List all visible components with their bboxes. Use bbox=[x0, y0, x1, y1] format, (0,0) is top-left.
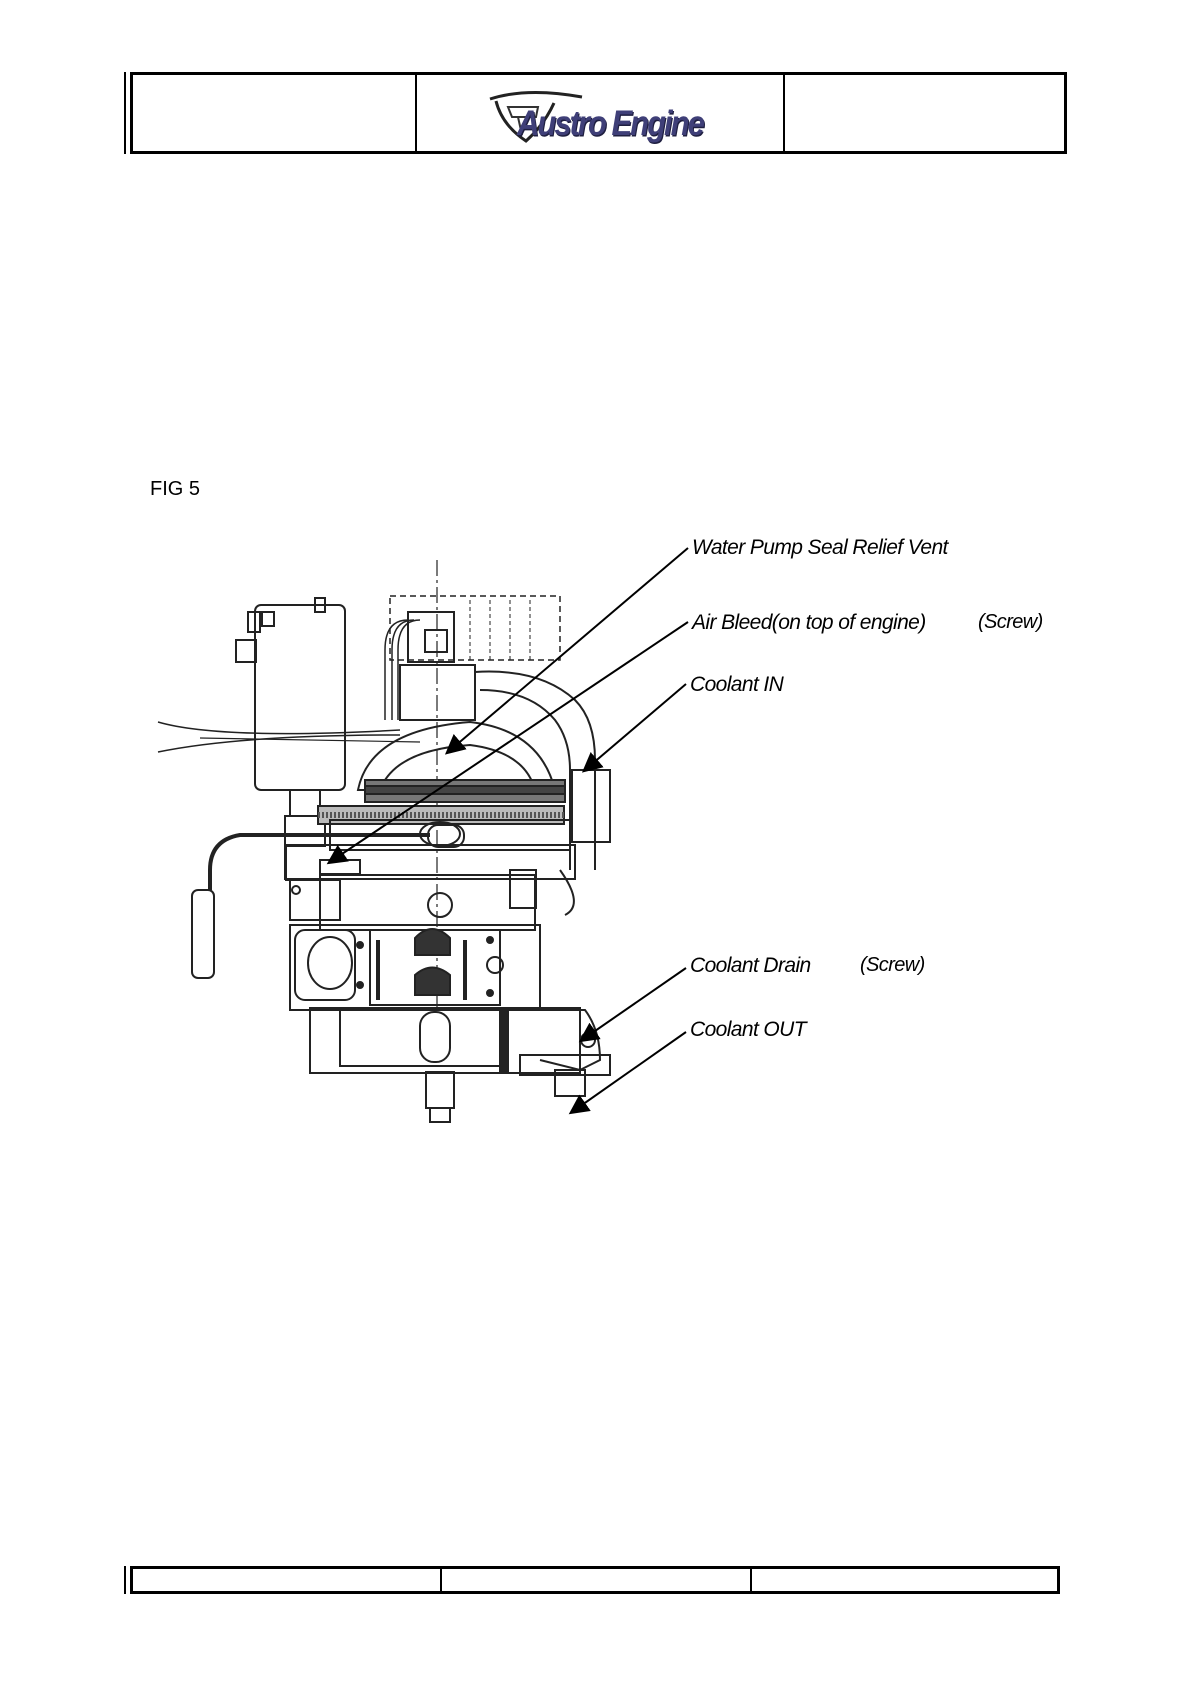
page-footer-table bbox=[130, 1566, 1060, 1594]
coolant-in-hose bbox=[572, 770, 610, 842]
footer-cell-left bbox=[133, 1569, 442, 1591]
leader-air-bleed bbox=[330, 622, 688, 862]
sensor-plug bbox=[192, 890, 214, 978]
leader-coolant-in bbox=[585, 684, 686, 770]
dashed-intake-box bbox=[390, 596, 560, 660]
footer-cell-right bbox=[752, 1569, 1057, 1591]
leader-coolant-out bbox=[572, 1032, 686, 1112]
footer-cell-middle bbox=[442, 1569, 752, 1591]
leader-coolant-drain bbox=[582, 968, 686, 1040]
drive-shaft bbox=[426, 1072, 454, 1108]
leader-water-pump-vent bbox=[448, 548, 688, 752]
